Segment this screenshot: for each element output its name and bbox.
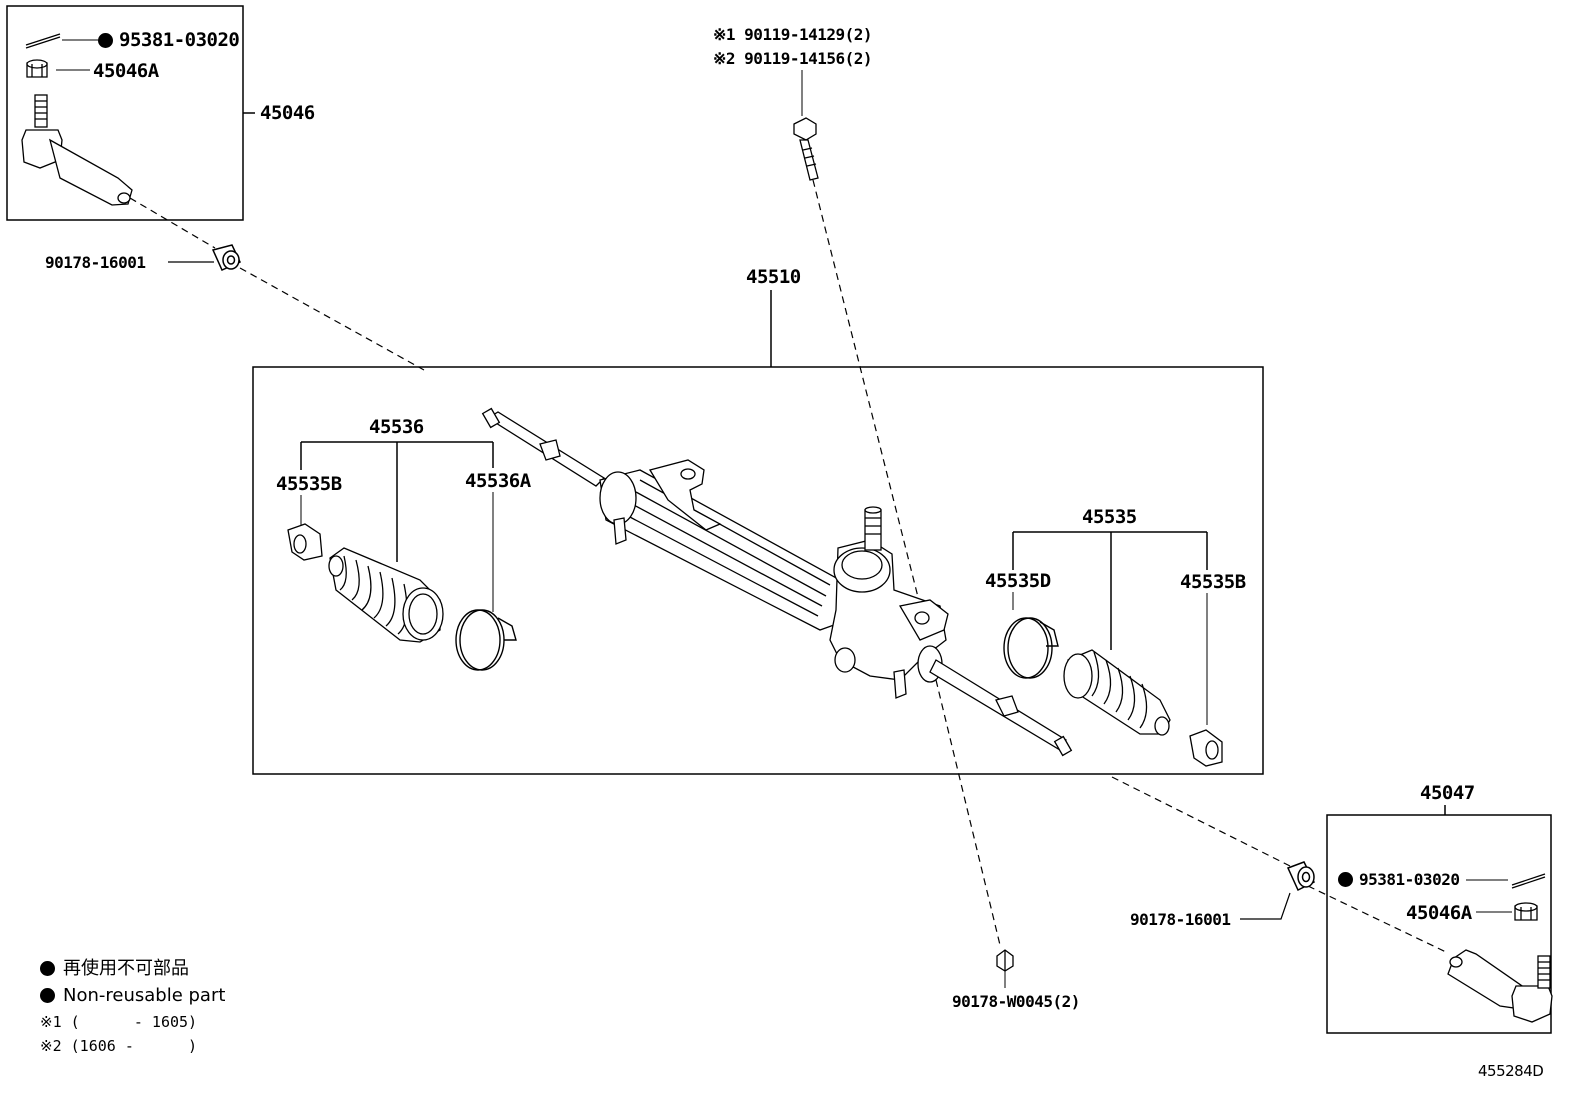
- steering-rack-boot-left-icon: [328, 547, 444, 643]
- legend-dot-icon: [40, 988, 55, 1003]
- washer-left-icon: [211, 244, 242, 271]
- label-bolt-1: ※1 90119-14129(2): [713, 25, 873, 44]
- tie-rod-end-right-box: [1326, 814, 1552, 1034]
- boot-clamp-large-right-icon: [1003, 617, 1059, 679]
- label-gear-assembly: 45510: [746, 266, 801, 288]
- castle-nut-icon: [26, 59, 48, 78]
- label-boot-kit-right: 45535: [1082, 506, 1137, 528]
- legend-non-reusable-ja: 再使用不可部品: [40, 957, 189, 981]
- figure-id: 455284D: [1478, 1062, 1544, 1080]
- label-bolt-2: ※2 90119-14156(2): [713, 49, 873, 68]
- tie-rod-end-right-icon: [1447, 949, 1553, 1023]
- label-clamp-left-large: 45536A: [465, 470, 531, 492]
- label-boot-kit-left: 45536: [369, 416, 424, 438]
- legend-non-reusable-en: Non-reusable part: [40, 984, 225, 1008]
- label-tie-rod-end-left: 45046: [260, 102, 315, 124]
- label-washer-right: 90178-16001: [1130, 910, 1231, 929]
- legend-note-1: ※1 ( - 1605): [40, 1013, 198, 1031]
- label-castle-nut-top: 45046A: [93, 60, 159, 82]
- steering-rack-housing-icon: [481, 407, 1073, 757]
- washer-right-icon: [1286, 861, 1316, 892]
- cotter-pin-bottom-icon: [1511, 873, 1546, 889]
- label-washer-left: 90178-16001: [45, 253, 146, 272]
- label-cotter-pin-bottom: 95381-03020: [1338, 870, 1460, 890]
- castle-nut-bottom-icon: [1514, 902, 1538, 921]
- boot-clamp-small-left-icon: [287, 523, 323, 561]
- boot-clamp-small-right-icon: [1189, 729, 1223, 767]
- label-cotter-pin-top: 95381-03020: [98, 29, 240, 51]
- label-clamp-right-large: 45535D: [985, 570, 1051, 592]
- legend-note-2: ※2 (1606 - ): [40, 1037, 198, 1055]
- hex-nut-icon: [996, 949, 1014, 972]
- label-hex-nut: 90178-W0045(2): [952, 992, 1080, 1011]
- cotter-pin-icon: [25, 33, 61, 49]
- label-tie-rod-end-right: 45047: [1420, 782, 1475, 804]
- bolt-icon: [793, 117, 819, 181]
- tie-rod-end-left-icon: [21, 94, 133, 206]
- steering-rack-boot-right-icon: [1063, 649, 1171, 736]
- label-clamp-right-small: 45535B: [1180, 571, 1246, 593]
- boot-clamp-large-left-icon: [455, 609, 517, 671]
- label-castle-nut-bottom: 45046A: [1406, 902, 1472, 924]
- label-clamp-left-small: 45535B: [276, 473, 342, 495]
- legend-dot-icon: [40, 961, 55, 976]
- gear-assembly-box: [252, 366, 1264, 775]
- non-reusable-dot-icon: [98, 33, 113, 48]
- non-reusable-dot-icon: [1338, 872, 1353, 887]
